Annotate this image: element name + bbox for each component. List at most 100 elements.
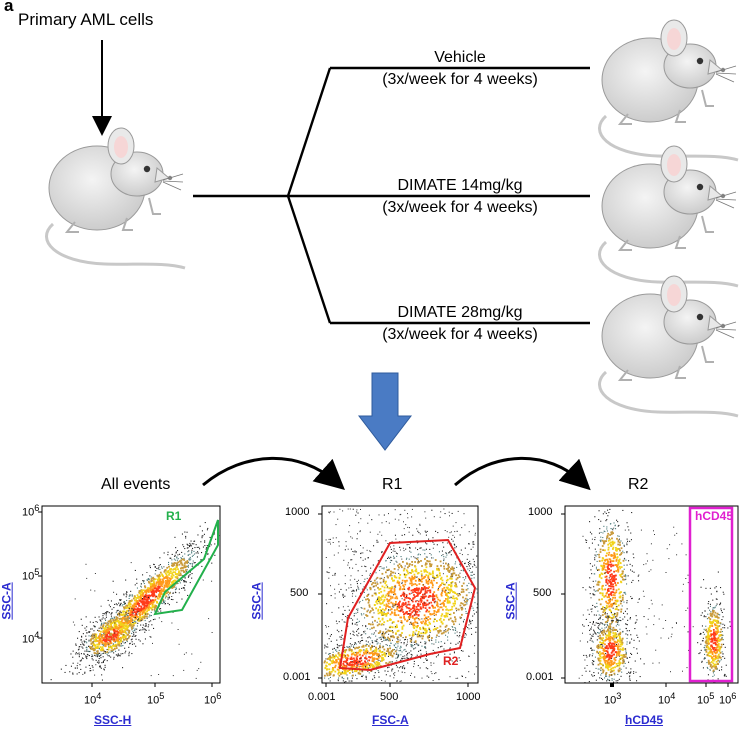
event-dot (414, 677, 415, 678)
event-dot (447, 630, 449, 632)
event-dot (145, 629, 146, 630)
event-dot (387, 648, 389, 650)
event-dot (624, 565, 625, 566)
event-dot (191, 551, 192, 552)
event-dot (423, 569, 425, 571)
event-dot (406, 563, 408, 565)
event-dot (108, 621, 110, 623)
event-dot (95, 573, 96, 574)
event-dot (135, 646, 136, 647)
event-dot (374, 653, 376, 655)
event-dot (179, 644, 180, 645)
event-dot (122, 641, 123, 642)
event-dot (448, 563, 449, 564)
event-dot (465, 563, 466, 564)
event-dot (461, 585, 463, 587)
event-dot (624, 592, 625, 593)
event-dot (366, 676, 367, 677)
event-dot (352, 596, 353, 597)
event-dot (468, 554, 469, 555)
event-dot (609, 605, 611, 607)
event-dot (403, 616, 405, 618)
event-dot (390, 598, 392, 600)
event-dot (115, 626, 117, 628)
event-dot (475, 533, 476, 534)
event-dot (466, 634, 467, 635)
event-dot (374, 604, 376, 606)
event-dot (99, 656, 100, 657)
event-dot (85, 655, 86, 656)
event-dot (415, 580, 417, 582)
event-dot (417, 600, 418, 601)
event-dot (105, 627, 107, 629)
event-dot (471, 634, 472, 635)
event-dot (130, 591, 131, 592)
event-dot (328, 626, 329, 627)
event-dot (352, 623, 353, 624)
event-dot (103, 661, 104, 662)
event-dot (596, 568, 597, 569)
event-dot (476, 627, 477, 628)
event-dot (388, 570, 389, 571)
event-dot (131, 606, 133, 608)
event-dot (400, 681, 401, 682)
event-dot (184, 558, 185, 559)
event-dot (411, 642, 412, 643)
event-dot (426, 532, 427, 533)
event-dot (396, 681, 397, 682)
event-dot (372, 642, 373, 643)
event-dot (417, 634, 418, 635)
event-dot (412, 633, 414, 635)
event-dot (611, 573, 613, 575)
event-dot (204, 540, 205, 541)
event-dot (99, 619, 100, 620)
event-dot (343, 597, 344, 598)
event-dot (391, 591, 393, 593)
event-dot (357, 622, 358, 623)
event-dot (600, 592, 602, 594)
event-dot (100, 627, 102, 629)
event-dot (366, 611, 368, 613)
event-dot (377, 587, 379, 589)
event-dot (426, 566, 428, 568)
event-dot (618, 605, 620, 607)
event-dot (184, 654, 185, 655)
event-dot (125, 642, 126, 643)
event-dot (442, 542, 443, 543)
event-dot (199, 548, 200, 549)
event-dot (626, 551, 627, 552)
event-dot (188, 547, 189, 548)
event-dot (404, 568, 406, 570)
event-dot (379, 637, 380, 638)
event-dot (369, 612, 371, 614)
event-dot (459, 593, 460, 594)
event-dot (137, 602, 139, 604)
event-dot (149, 565, 150, 566)
event-dot (97, 652, 99, 654)
event-dot (88, 654, 89, 655)
event-dot (389, 652, 391, 654)
event-dot (180, 568, 182, 570)
event-dot (83, 658, 84, 659)
event-dot (461, 617, 462, 618)
event-dot (112, 634, 114, 636)
event-dot (139, 630, 140, 631)
event-dot (367, 578, 368, 579)
event-dot (335, 659, 337, 661)
event-dot (392, 606, 393, 607)
event-dot (419, 627, 421, 629)
event-dot (465, 598, 467, 600)
event-dot (455, 586, 457, 588)
event-dot (445, 563, 447, 565)
event-dot (171, 596, 172, 597)
event-dot (422, 638, 424, 640)
event-dot (414, 596, 416, 598)
event-dot (88, 631, 89, 632)
event-dot (585, 539, 586, 540)
event-dot (83, 633, 84, 634)
event-dot (406, 645, 407, 646)
event-dot (367, 664, 369, 666)
event-dot (382, 595, 384, 597)
event-dot (128, 610, 129, 611)
event-dot (606, 559, 608, 561)
